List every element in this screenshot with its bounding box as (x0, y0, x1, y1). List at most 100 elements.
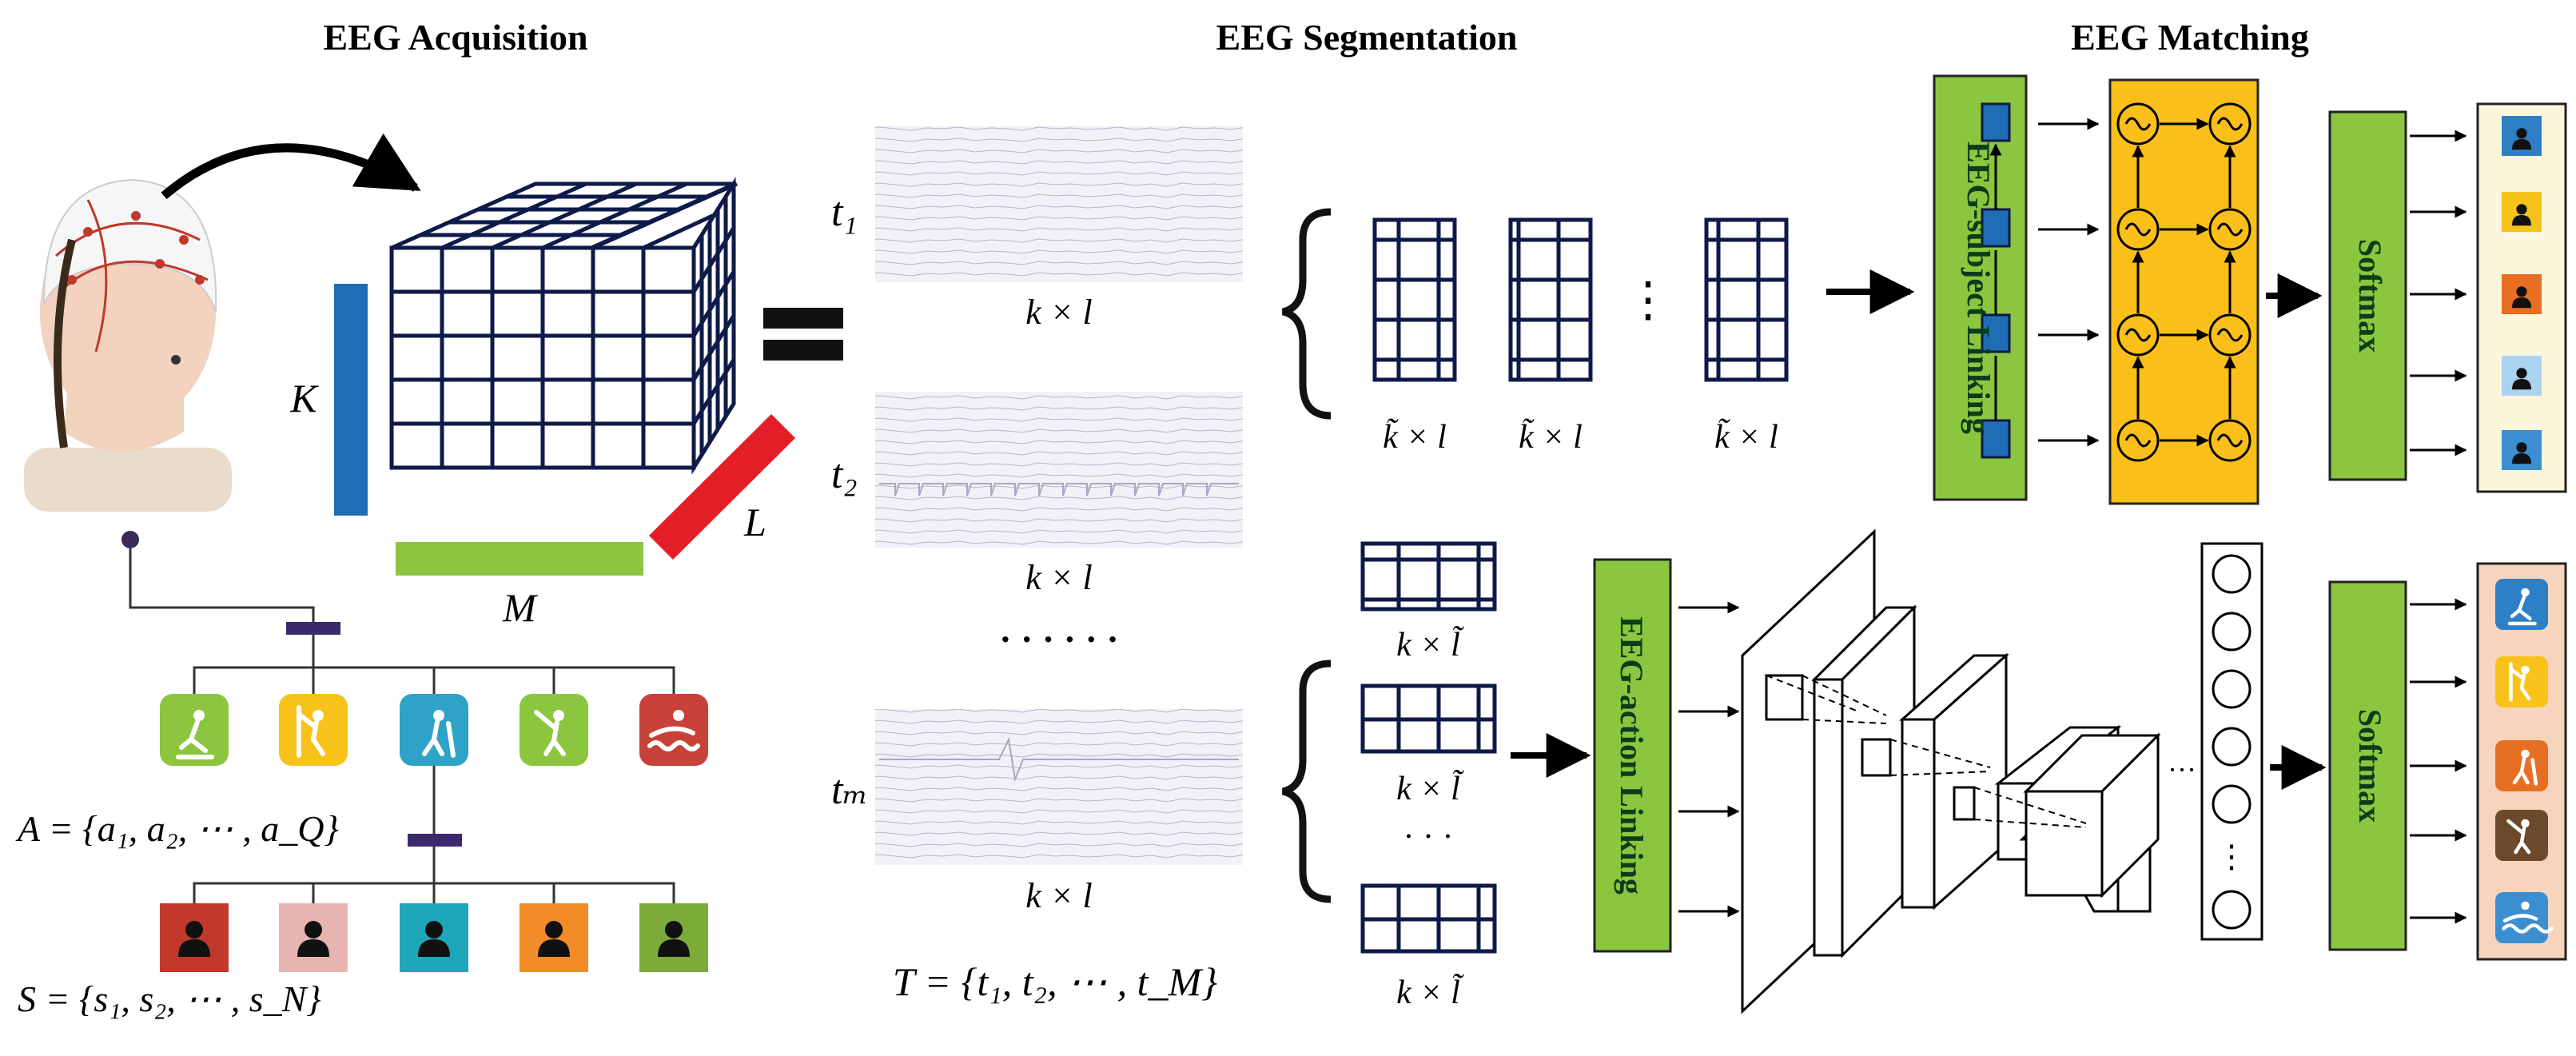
person-icon (639, 903, 708, 972)
upper-grid-2 (1508, 217, 1593, 382)
title-segmentation: EEG Segmentation (1216, 17, 1518, 58)
lower-brace (1281, 660, 1332, 903)
upper-size-3: k̃ × l (1714, 418, 1778, 456)
subject-output-person-icon (2502, 356, 2542, 396)
axis-k-bar (334, 284, 368, 516)
segment-t2-label: t₂ (831, 452, 858, 497)
title-acquisition: EEG Acquisition (323, 17, 587, 58)
segment-t1-label: t₁ (831, 189, 858, 235)
segment-tm-label: tₘ (831, 767, 868, 813)
action-icons (160, 694, 708, 766)
person-icon (520, 903, 588, 972)
eeg-segment-t2-spikes (879, 483, 1239, 496)
softmax-upper-label: Softmax (2352, 239, 2388, 353)
action-set-label: A = {a₁, a₂, ⋯ , a_Q} (15, 808, 339, 849)
recurrent-cell (2116, 419, 2160, 462)
softmax-lower-arrows (2410, 598, 2467, 924)
golf-icon (520, 694, 588, 766)
swimming-icon (639, 694, 708, 766)
subject-icons (160, 903, 708, 972)
eeg-segment-tm-spike (879, 736, 1239, 783)
subject-head-illustration (24, 178, 232, 512)
person-icon (400, 903, 468, 972)
title-matching: EEG Matching (2071, 17, 2309, 58)
cnn-receptive-fields (1765, 674, 2087, 828)
recurrent-cell (2208, 102, 2252, 145)
output-climbing-icon (2495, 656, 2548, 707)
axis-l-label: L (743, 500, 766, 544)
fc-vdots: ⋮ (2216, 839, 2248, 875)
skating-icon (160, 694, 229, 766)
recurrent-nodes (2116, 102, 2252, 462)
lower-size-2: k × l̃ (1396, 769, 1464, 807)
cnn-ellipsis: ··· (2168, 754, 2196, 786)
eeg-segment-tm (875, 709, 1243, 865)
equals-sign-bottom (763, 340, 843, 361)
action-linking-label: EEG-action Linking (1614, 616, 1650, 895)
output-skating-icon (2495, 579, 2548, 630)
action-to-cnn-arrows (1678, 601, 1740, 918)
subject-output-icons (2502, 116, 2542, 470)
segment-set-label: T = {t₁, t₂, ⋯ , t_M} (893, 959, 1217, 1004)
action-linking-box (1593, 558, 1672, 953)
tree-connector-block-1 (286, 622, 340, 635)
segment-t1-size: k × l (1025, 293, 1092, 332)
action-output-icons (2495, 579, 2554, 943)
subject-output-person-icon (2502, 192, 2542, 232)
output-golf-icon (2495, 810, 2548, 861)
equals-sign-top (763, 308, 843, 329)
upper-size-2: k̃ × l (1519, 418, 1583, 456)
eeg-segment-t2 (875, 392, 1243, 548)
subject-output-person-icon (2502, 274, 2542, 314)
subject-linking-cells (1981, 102, 2011, 459)
lower-size-3: k × l̃ (1396, 973, 1464, 1011)
upper-grid-1 (1372, 217, 1457, 382)
recurrent-cell (2116, 313, 2160, 357)
cnn-layer-4 (2023, 732, 2161, 899)
recurrent-cell (2208, 313, 2252, 357)
cube-grid (392, 181, 739, 468)
fc-neurons (2212, 554, 2252, 930)
subject-linking-box (1933, 74, 2028, 501)
connector-dot (121, 531, 139, 548)
subject-to-recurrent-arrows (2038, 118, 2100, 447)
segment-dots: · · · · · · (999, 619, 1119, 660)
recurrent-cell (2208, 208, 2252, 251)
lower-size-1: k × l̃ (1396, 625, 1464, 663)
subject-output-person-icon (2502, 430, 2542, 470)
upper-vdots: ⋮ (1624, 273, 1672, 326)
axis-l-bar (649, 414, 795, 560)
subject-linking-label: EEG-subject Linking (1961, 141, 1997, 434)
output-hiking-icon (2495, 740, 2548, 791)
recurrent-cell (2208, 419, 2252, 462)
lower-hdots: · · · (1403, 819, 1454, 855)
segment-t2-size: k × l (1025, 558, 1092, 597)
softmax-lower (2328, 580, 2407, 951)
axis-k-label: K (289, 376, 319, 420)
acquisition-arrow (161, 133, 421, 200)
axis-m-label: M (502, 585, 538, 630)
recurrent-cell (2116, 208, 2160, 251)
upper-size-1: k̃ × l (1383, 418, 1447, 456)
segment-tm-size: k × l (1025, 876, 1092, 915)
lower-grid-3 (1360, 883, 1497, 954)
recurrent-cell (2116, 102, 2160, 145)
subject-output-person-icon (2502, 116, 2542, 156)
axis-m-bar (396, 542, 643, 576)
person-icon (279, 903, 348, 972)
hiking-icon (400, 694, 468, 766)
softmax-upper (2328, 110, 2407, 481)
subject-set-label: S = {s₁, s₂, ⋯ , s_N} (18, 978, 321, 1019)
lower-grid-2 (1360, 683, 1497, 754)
output-swimming-icon (2495, 892, 2554, 943)
climbing-icon (279, 694, 348, 766)
lower-grid-1 (1360, 541, 1497, 612)
softmax-lower-label: Softmax (2352, 709, 2388, 823)
tree-connector-block-2 (408, 834, 462, 847)
person-icon (160, 903, 229, 972)
eeg-segment-t1 (875, 126, 1243, 282)
softmax-upper-arrows (2410, 130, 2467, 456)
upper-brace (1281, 208, 1332, 420)
upper-grid-3 (1704, 217, 1789, 382)
